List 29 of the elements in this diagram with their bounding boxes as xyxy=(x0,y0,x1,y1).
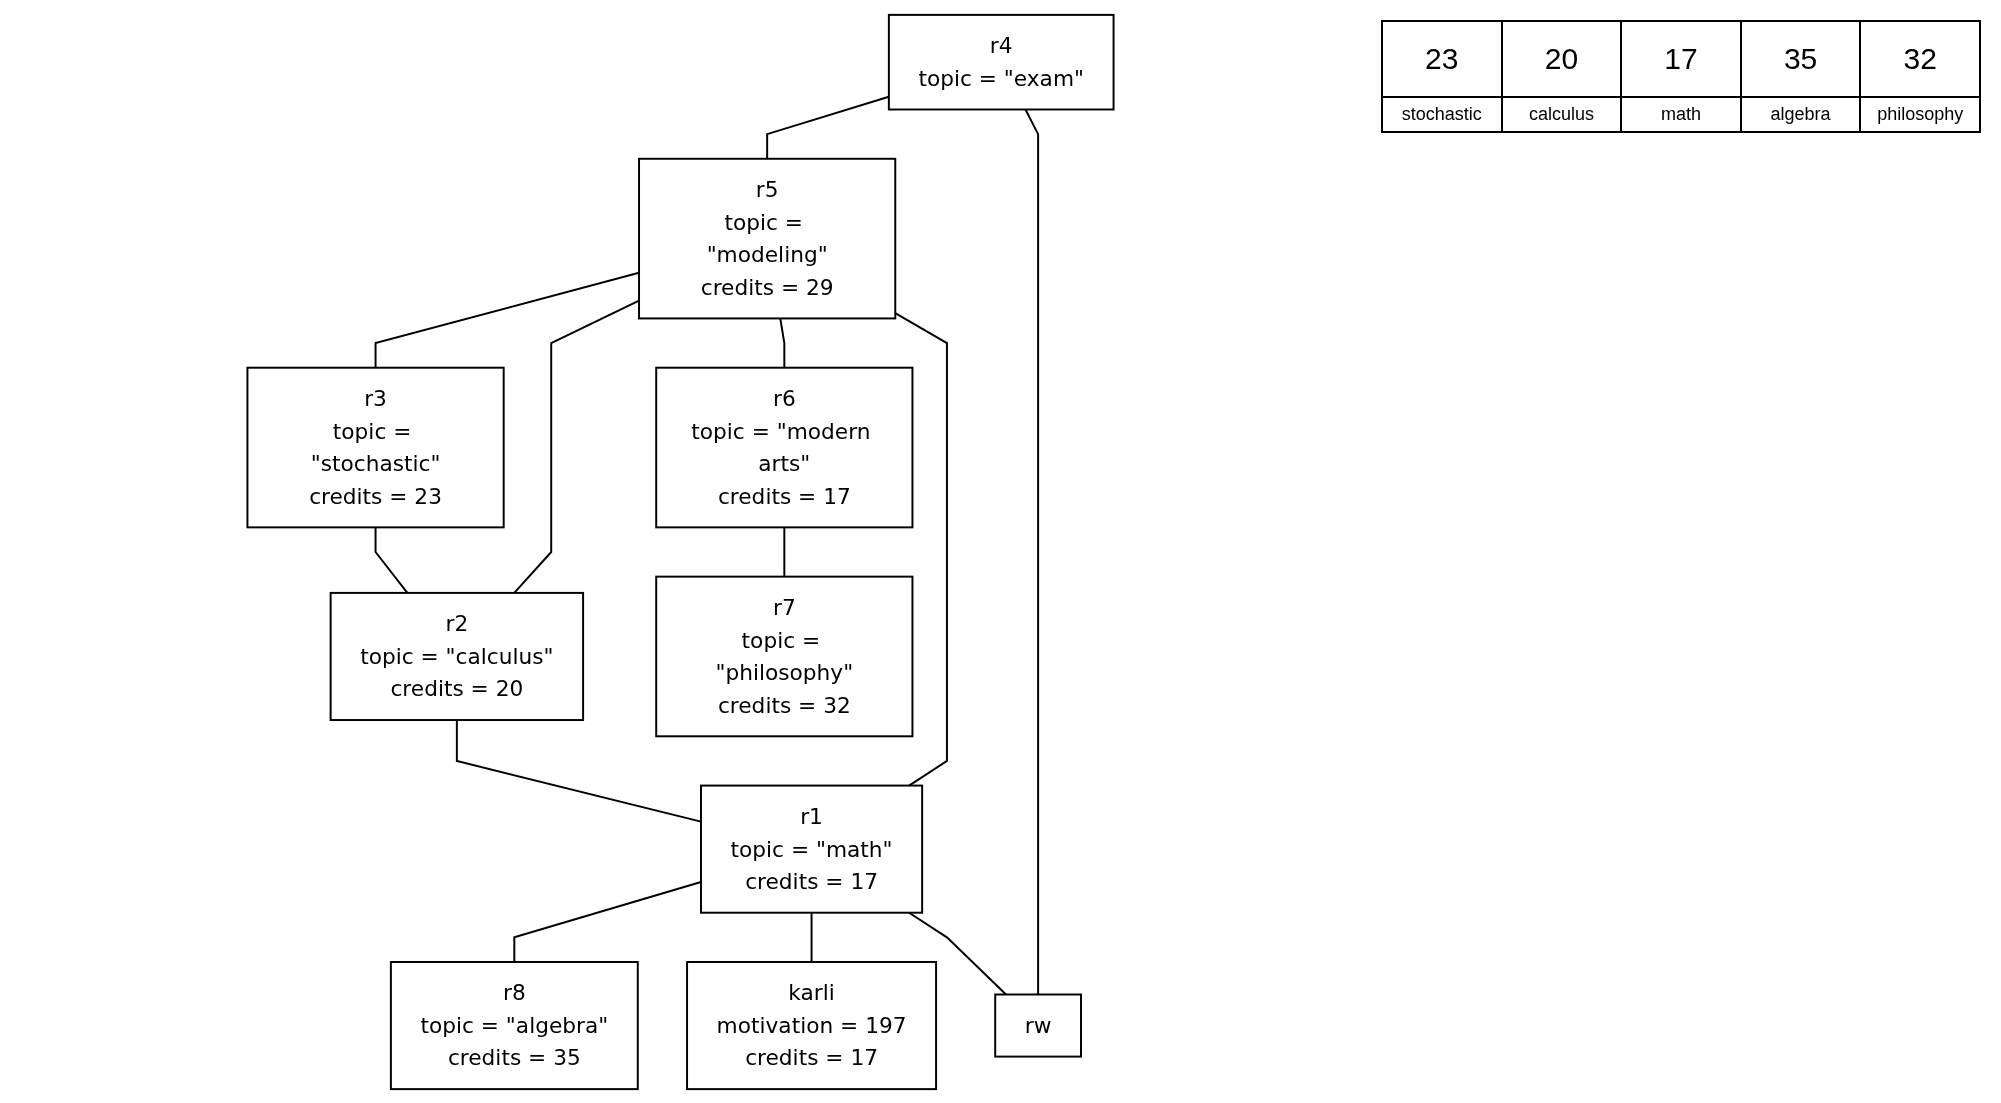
table-header: calculus xyxy=(1501,97,1622,132)
node-box: r6 topic = "modern arts" credits = 17 xyxy=(655,366,914,528)
connector xyxy=(513,299,640,594)
connector xyxy=(894,311,948,787)
table-header: philosophy xyxy=(1860,97,1980,132)
connector xyxy=(783,525,786,578)
node-box: rw xyxy=(994,993,1082,1058)
table-value: 32 xyxy=(1860,21,1980,97)
table-header: stochastic xyxy=(1382,97,1502,132)
table-header: algebra xyxy=(1740,97,1861,132)
node-box: r8 topic = "algebra" credits = 35 xyxy=(389,960,639,1090)
node-box: r7 topic = "philosophy" credits = 32 xyxy=(655,575,914,737)
connector xyxy=(374,271,640,369)
connector xyxy=(908,911,1007,995)
table-value: 35 xyxy=(1740,21,1861,97)
table-header: math xyxy=(1621,97,1741,132)
node-box: r5 topic = "modeling" credits = 29 xyxy=(638,157,897,319)
node-box: r4 topic = "exam" xyxy=(887,13,1115,110)
connector xyxy=(779,316,786,369)
connector xyxy=(374,525,409,594)
node-box: r3 topic = "stochastic" credits = 23 xyxy=(246,366,505,528)
connector xyxy=(1024,108,1040,995)
node-box: karli motivation = 197 credits = 17 xyxy=(686,960,938,1090)
node-box: r2 topic = "calculus" credits = 20 xyxy=(329,591,585,721)
table-value: 17 xyxy=(1621,21,1741,97)
connector xyxy=(810,911,813,963)
table-value: 20 xyxy=(1501,21,1622,97)
node-box: r1 topic = "math" credits = 17 xyxy=(700,784,924,914)
table-value: 23 xyxy=(1382,21,1502,97)
